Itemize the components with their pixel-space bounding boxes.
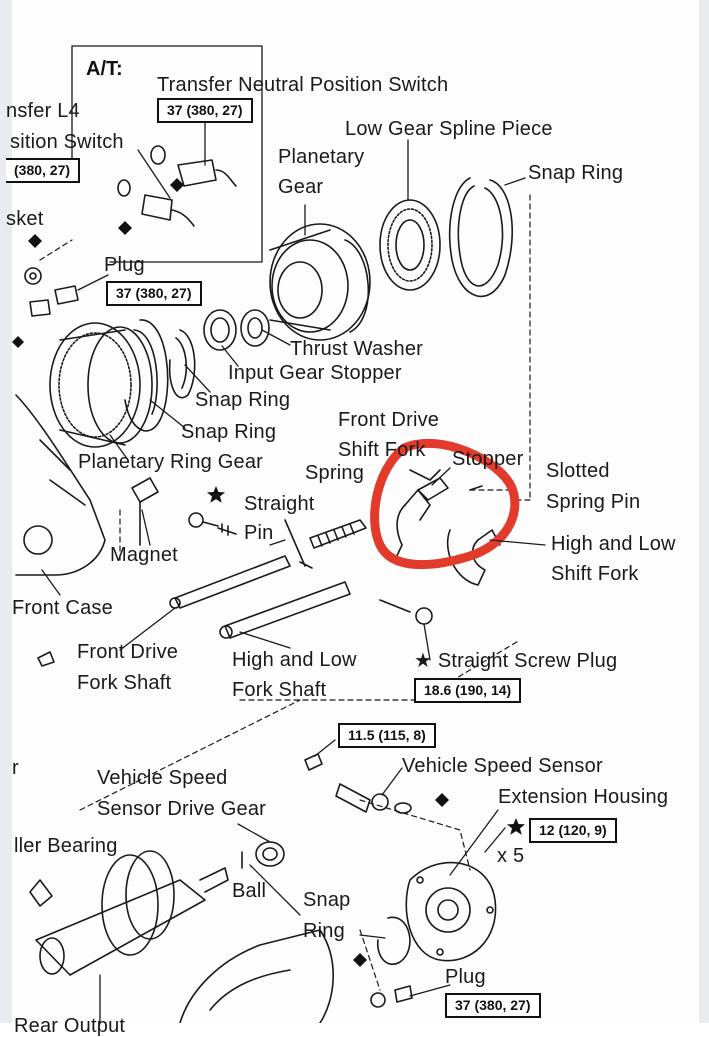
low-gear-spline-piece-part: [379, 199, 441, 291]
label-vehicle-speed-sensor: Vehicle Speed Sensor: [402, 755, 603, 777]
snap-ring-bottom-part: [376, 916, 411, 965]
vehicle-speed-sensor-part: [335, 783, 412, 814]
label-front-drive-fork-shaft-line2: Fork Shaft: [77, 672, 172, 694]
highlight-circle: [370, 438, 520, 570]
label-times-five: x 5: [497, 845, 525, 867]
torque-neutral-switch: 37 (380, 27): [157, 98, 253, 123]
label-vss-drive-gear-line1: Vehicle Speed: [97, 767, 228, 789]
dashed-guide-lines: [39, 194, 531, 991]
label-thrust-washer: Thrust Washer: [290, 338, 424, 360]
snap-ring-top-part: [448, 177, 513, 298]
replace-part-diamond-markers: [12, 178, 449, 967]
label-slotted-line1: Slotted: [546, 460, 610, 482]
torque-screw-plug: 18.6 (190, 14): [414, 678, 522, 703]
label-high-low-shift-fork-line2: Shift Fork: [551, 563, 639, 585]
thrust-washer-part: [240, 309, 270, 347]
label-roller-bearing: ller Bearing: [14, 835, 118, 857]
label-plug-bottom: Plug: [445, 966, 486, 988]
planetary-gear-part: [269, 223, 371, 341]
torque-sensor-bolt: 11.5 (115, 8): [338, 723, 436, 748]
slotted-spring-pin-part: [469, 485, 483, 491]
torque-plug-bottom: 37 (380, 27): [445, 993, 541, 1018]
label-r-fragment: r: [12, 757, 19, 779]
plug-bottom-part: [370, 985, 413, 1008]
label-planetary-gear-line2: Gear: [278, 176, 324, 198]
label-snap-ring-low: Snap Ring: [181, 421, 277, 443]
straight-screw-plug-part: [379, 599, 433, 625]
label-snap-ring-mid: Snap Ring: [195, 389, 291, 411]
sensor-bolt-part: [304, 753, 323, 771]
star-markers: [207, 486, 525, 835]
vss-drive-gear-part: [255, 841, 285, 867]
label-transfer-neutral-switch: Transfer Neutral Position Switch: [157, 74, 449, 96]
magnet-part: [131, 477, 159, 546]
snap-ring-low-part: [124, 319, 169, 432]
label-front-drive-fork-shaft-line1: Front Drive: [77, 641, 179, 663]
label-snap-ring-bottom-line1: Snap: [303, 889, 351, 911]
label-straight-pin-line2: Pin: [244, 522, 274, 544]
small-bolt-part: [188, 512, 237, 536]
roller-bearing-part: [29, 879, 53, 907]
leader-lines: [41, 109, 546, 1023]
label-high-low-fork-shaft-line2: Fork Shaft: [232, 679, 327, 701]
label-transfer-l4-line1: nsfer L4: [6, 100, 80, 122]
l4-position-switch-part: [117, 179, 195, 227]
label-extension-housing: Extension Housing: [498, 786, 669, 808]
spring-part: [309, 519, 367, 549]
at-inset-frame: [71, 45, 263, 263]
label-slotted-line2: Spring Pin: [546, 491, 641, 513]
high-low-fork-shaft-part: [219, 581, 351, 639]
label-high-low-fork-shaft-line1: High and Low: [232, 649, 357, 671]
input-gear-stopper-part: [203, 309, 237, 351]
label-straight-screw-plug: ★ Straight Screw Plug: [414, 650, 618, 672]
front-drive-small-bolt: [37, 651, 55, 667]
planetary-ring-gear-part: [49, 322, 153, 448]
torque-extension-bolts: 12 (120, 9): [529, 818, 617, 843]
label-high-low-shift-fork-line1: High and Low: [551, 533, 676, 555]
rear-case-part: [179, 929, 334, 1023]
label-vss-drive-gear-line2: Sensor Drive Gear: [97, 798, 267, 820]
label-snap-ring-top: Snap Ring: [528, 162, 624, 184]
rear-output-shaft-part: [35, 850, 229, 976]
label-plug-top: Plug: [104, 254, 145, 276]
snap-ring-middle-part: [168, 329, 196, 399]
label-spring: Spring: [305, 462, 365, 484]
label-rear-output: Rear Output: [14, 1015, 126, 1037]
label-stopper: Stopper: [452, 448, 524, 470]
at-header: A/T:: [86, 58, 123, 80]
front-case-part: [15, 394, 106, 576]
label-straight-pin-line1: Straight: [244, 493, 315, 515]
right-edge-shadow: [699, 0, 709, 1023]
label-input-gear-stopper: Input Gear Stopper: [228, 362, 402, 384]
label-low-gear-spline: Low Gear Spline Piece: [345, 118, 553, 140]
label-front-drive-shift-fork-line1: Front Drive: [338, 409, 440, 431]
label-front-drive-shift-fork-line2: Shift Fork: [338, 439, 426, 461]
label-front-case: Front Case: [12, 597, 113, 619]
plug-part: [24, 267, 79, 317]
label-transfer-l4-line2: sition Switch: [10, 131, 124, 153]
straight-pin-part: [284, 519, 313, 569]
neutral-position-switch-part: [150, 145, 237, 187]
label-snap-ring-bottom-line2: Ring: [303, 920, 345, 942]
label-gasket: sket: [6, 208, 44, 230]
stopper-part: [417, 477, 449, 501]
extension-housing-part: [405, 861, 497, 962]
torque-l4-switch: (380, 27): [6, 158, 81, 183]
label-ball: Ball: [232, 880, 267, 902]
label-planetary-ring-gear: Planetary Ring Gear: [78, 451, 264, 473]
label-magnet: Magnet: [110, 544, 178, 566]
label-planetary-gear-line1: Planetary: [278, 146, 365, 168]
torque-plug-top: 37 (380, 27): [106, 281, 202, 306]
left-edge-shadow: [0, 0, 12, 1023]
front-drive-fork-shaft-part: [169, 555, 291, 609]
